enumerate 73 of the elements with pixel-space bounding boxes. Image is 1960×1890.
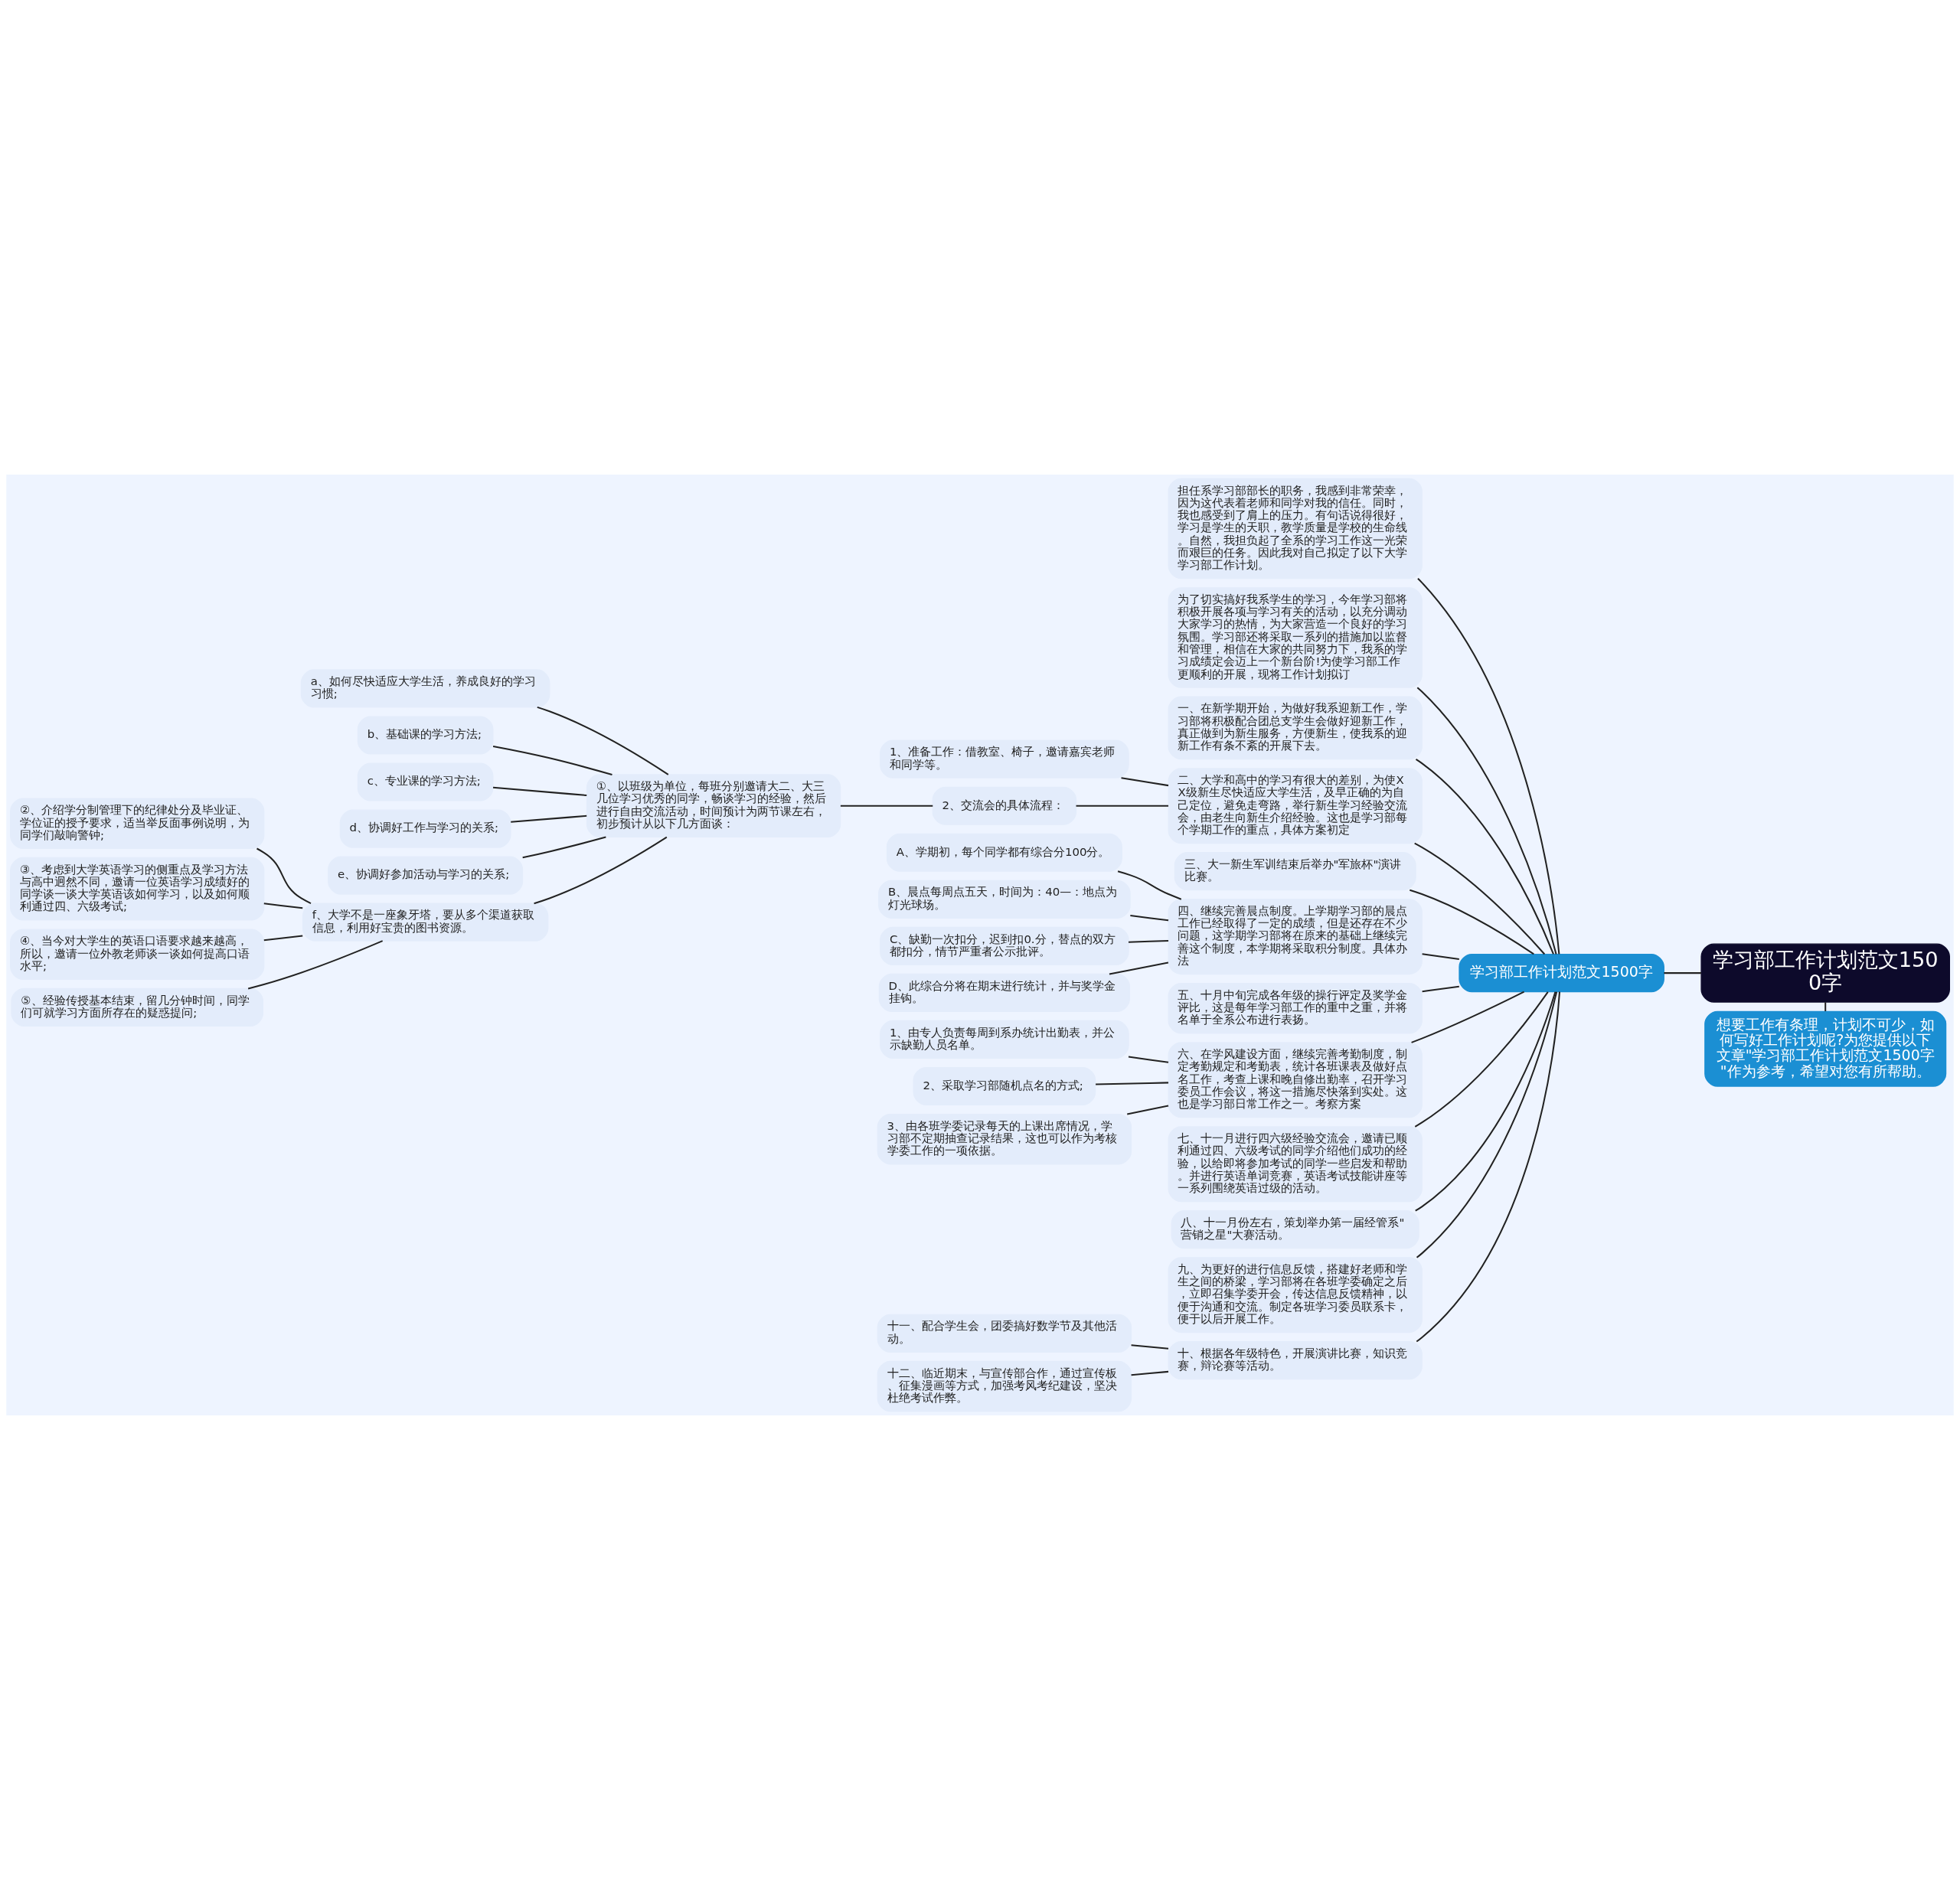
node-box: 四、继续完善晨点制度。上学期学习部的晨点工作已经取得了一定的成绩，但是还存在不少问题，这学期学习部将在原来的基础上继续完善这个制度，本学期将采取积分制度。具体办法 — [1168, 899, 1423, 975]
connector — [1131, 1370, 1169, 1376]
node-box: 3、由各班学委记录每天的上课出席情况，学习部不定期抽查记录结果，这也可以作为考核学委工作的一项依据。 — [877, 1113, 1132, 1165]
connector — [1127, 1105, 1169, 1115]
node-box: C、缺勤一次扣分，迟到扣0.分，替点的双方都扣分，情节严重者公示批评。 — [880, 926, 1129, 965]
connector — [492, 746, 612, 775]
connector — [1664, 972, 1701, 974]
connector — [256, 847, 312, 905]
node-box: 五、十月中旬完成各年级的操行评定及奖学金评比，这是每年学习部工作的重中之重，并将名单于全系公布进行表扬。 — [1168, 983, 1423, 1034]
node-box: ④、当今对大学生的英语口语要求越来越高，所以，邀请一位外教老师谈一谈如何提高口语水平; — [10, 929, 265, 980]
node-box: B、晨点每周点五天，时间为：40—：地点为灯光球场。 — [878, 880, 1131, 919]
node-box: d、协调好工作与学习的关系; — [339, 809, 511, 848]
node-box: 为了切实搞好我系学生的学习，今年学习部将积极开展各项与学习有关的活动，以充分调动大家学习的热情，为大家营造一个良好的学习氛围。学习部还将采取一系列的措施加以监督和管理，相信在大家的共同努力下，我系的学习成绩定会迈上一个新台阶!为使学习部工作更顺利的开展，现将工作计划拟订 — [1168, 587, 1423, 688]
node-box: 想要工作有条理，计划不可少，如何写好工作计划呢?为您提供以下文章"学习部工作计划范文1500字"作为参考，希望对您有所帮助。 — [1704, 1010, 1947, 1087]
node-box: 1、由专人负责每周到系办统计出勤表，并公示缺勤人员名单。 — [880, 1020, 1129, 1059]
node-box: 学习部工作计划范文1500字 — [1700, 943, 1950, 1003]
node-box: ②、介绍学分制管理下的纪律处分及毕业证、学位证的授予要求，适当举反面事例说明，为同学们敲响警钟; — [10, 798, 265, 849]
connector — [1422, 985, 1459, 993]
connector — [1128, 1056, 1169, 1063]
node-box: 七、十一月进行四六级经验交流会，邀请已顺利通过四、六级考试的同学介绍他们成功的经验，以给即将参加考试的同学一些启发和帮助。并进行英语单词竞赛，英语考试技能讲座等一系列围绕英语过级的活动。 — [1168, 1126, 1423, 1203]
connector — [537, 706, 669, 775]
connector — [534, 836, 668, 905]
connector — [263, 903, 303, 909]
connector — [840, 805, 933, 807]
connector — [1121, 777, 1169, 787]
node-box: ③、考虑到大学英语学习的侧重点及学习方法与高中迥然不同，邀请一位英语学习成绩好的同学谈一谈大学英语该如何学习，以及如何顺利通过四、六级考试; — [10, 857, 265, 921]
node-box: 六、在学风建设方面，继续完善考勤制度，制定考勤规定和考勤表，统计各班课表及做好点名工作，考查上课和晚自修出勤率，召开学习委员工作会议，将这一措施尽快落到实处。这也是学习部日常工作之一。考察方案 — [1168, 1042, 1423, 1118]
node-box: 十、根据各年级特色，开展演讲比赛，知识竞赛，辩论赛等活动。 — [1168, 1341, 1423, 1380]
connector — [263, 935, 303, 942]
node-box: D、此综合分将在期末进行统计，并与奖学金挂钩。 — [878, 973, 1130, 1012]
connector — [1109, 961, 1169, 975]
node-box: 十二、临近期末，与宣传部合作，通过宣传板、征集漫画等方式，加强考风考纪建设，坚决杜绝考试作弊。 — [877, 1360, 1132, 1412]
node-box: b、基础课的学习方法; — [357, 716, 494, 755]
connector — [511, 814, 587, 823]
connector — [1416, 991, 1558, 1258]
node-box: 担任系学习部部长的职务，我感到非常荣幸，因为这代表着老师和同学对我的信任。同时，我也感受到了肩上的压力。有句话说得很好，学习是学生的天职，教学质量是学校的生命线。自然，我担负起了全系的学习工作这一光荣而艰巨的任务。因此我对自己拟定了以下大学学习部工作计划。 — [1168, 478, 1423, 579]
node-box: f、大学不是一座象牙塔，要从多个渠道获取信息，利用好宝贵的图书资源。 — [302, 903, 549, 942]
connector — [1096, 1082, 1169, 1085]
connector — [1415, 758, 1554, 955]
node-box: 十一、配合学生会，团委搞好数学节及其他活动。 — [877, 1314, 1132, 1353]
node-box: a、如何尽快适应大学生活，养成良好的学习习惯; — [300, 669, 550, 708]
connector — [1824, 1002, 1827, 1012]
node-box: 2、采取学习部随机点名的方式; — [913, 1066, 1096, 1106]
connector — [1410, 889, 1534, 955]
node-box: e、协调好参加活动与学习的关系; — [328, 856, 524, 895]
connector — [522, 836, 606, 859]
connector — [1117, 870, 1182, 900]
node-box: 学习部工作计划范文1500字 — [1459, 954, 1664, 993]
node-box: 1、准备工作：借教室、椅子，邀请嘉宾老师和同学等。 — [880, 739, 1129, 779]
connector — [247, 940, 384, 990]
node-box: 八、十一月份左右，策划举办第一届经管系"营销之星"大赛活动。 — [1171, 1210, 1419, 1249]
connector — [1131, 1344, 1169, 1350]
connector — [1417, 578, 1560, 955]
node-box: ⑤、经验传授基本结束，留几分钟时间，同学们可就学习方面所存在的疑惑提问; — [11, 987, 263, 1027]
connector — [1422, 953, 1459, 960]
node-box: c、专业课的学习方法; — [357, 762, 494, 801]
connector — [1414, 991, 1549, 1128]
connector — [1414, 842, 1546, 955]
connector — [1130, 914, 1169, 922]
node-box: 2、交流会的具体流程： — [932, 786, 1077, 825]
node-box: 三、大一新生军训结束后举办"军旅杯"演讲比赛。 — [1174, 852, 1416, 891]
connector — [1076, 805, 1169, 807]
connector — [1416, 687, 1557, 955]
connector — [1416, 991, 1561, 1343]
node-box: 二、大学和高中的学习有很大的差别，为使XX级新生尽快适应大学生活，及早正确的为自己定位，避免走弯路，举行新生学习经验交流会，由老生向新生介绍经验。这也是学习部每个学期工作的重点，具体方案初定 — [1168, 768, 1423, 844]
connector — [1411, 991, 1525, 1043]
connector — [1415, 991, 1557, 1212]
node-box: A、学期初，每个同学都有综合分100分。 — [886, 833, 1122, 872]
connector — [492, 786, 587, 796]
node-box: 九、为更好的进行信息反馈，搭建好老师和学生之间的桥梁，学习部将在各班学委确定之后，立即召集学委开会，传达信息反馈精神，以便于沟通和交流。制定各班学习委员联系卡，便于以后开展工作。 — [1168, 1257, 1423, 1333]
node-box: ①、以班级为单位，每班分别邀请大二、大三几位学习优秀的同学，畅谈学习的经验，然后进行自由交流活动，时间预计为两节课左右，初步预计从以下几方面谈： — [586, 774, 841, 838]
connector — [1128, 939, 1169, 943]
node-box: 一、在新学期开始，为做好我系迎新工作，学习部将积极配合团总支学生会做好迎新工作，真正做到为新生服务，方便新生，使我系的迎新工作有条不紊的开展下去。 — [1168, 696, 1423, 760]
